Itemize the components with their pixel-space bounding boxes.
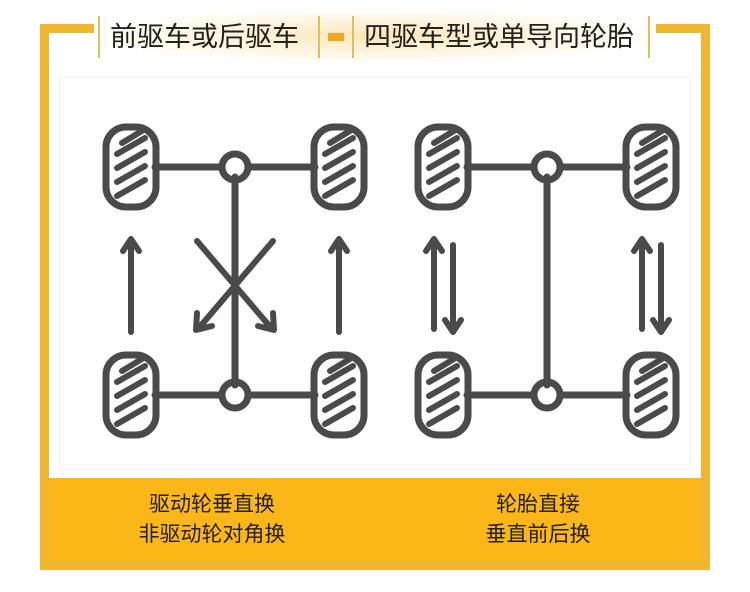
rear-right-tire [310,351,368,439]
frame-border-right [701,60,710,570]
front-axle-hub [530,150,564,184]
caption-band: 驱动轮垂直换 非驱动轮对角换 轮胎直接 垂直前后换 [49,478,701,561]
frame-border-bottom [40,561,710,570]
rear-axle-hub [530,378,564,412]
header-rule-right-inner [352,16,354,58]
left-up-arrow [423,236,445,332]
corner-bracket-right-icon [656,24,710,70]
diagram-panel [49,68,701,478]
header-rule-left-inner [318,16,320,58]
rear-right-up-arrow [328,236,350,335]
rear-left-tire [102,351,160,439]
rear-left-tire [414,351,472,439]
rear-left-up-arrow [120,236,142,335]
front-axle-hub [218,150,252,184]
tire-rotation-diagram-awd-directional [414,123,680,439]
front-left-tire [102,123,160,211]
caption-right-line2: 垂直前后换 [485,523,591,546]
caption-right: 轮胎直接 垂直前后换 [375,490,701,550]
header: 前驱车或后驱车 四驱车型或单导向轮胎 [0,0,750,72]
front-right-tire [310,123,368,211]
diagram-panel-inner [59,76,691,470]
header-title-left: 前驱车或后驱车 [110,22,299,52]
dash-separator-icon [328,33,344,41]
caption-left-line1: 驱动轮垂直换 [149,493,275,516]
rear-right-tire [622,351,680,439]
frame-border-left [40,60,49,570]
header-title-right: 四驱车型或单导向轮胎 [364,22,634,52]
cross-arrow-to-right [194,238,277,333]
rear-axle-hub [218,378,252,412]
caption-left: 驱动轮垂直换 非驱动轮对角换 [49,490,375,550]
front-right-tire [622,123,680,211]
caption-left-line2: 非驱动轮对角换 [138,523,286,546]
tire-rotation-diagrams [102,123,680,439]
header-rule-right-outer [648,16,650,58]
corner-bracket-left-icon [40,24,94,70]
front-left-tire [414,123,472,211]
header-rule-left-outer [98,16,100,58]
right-up-arrow [631,236,653,332]
left-down-arrow [442,242,464,335]
right-down-arrow [650,242,672,335]
caption-right-line1: 轮胎直接 [496,493,580,516]
tire-rotation-diagram-fwd-rwd [102,123,368,439]
